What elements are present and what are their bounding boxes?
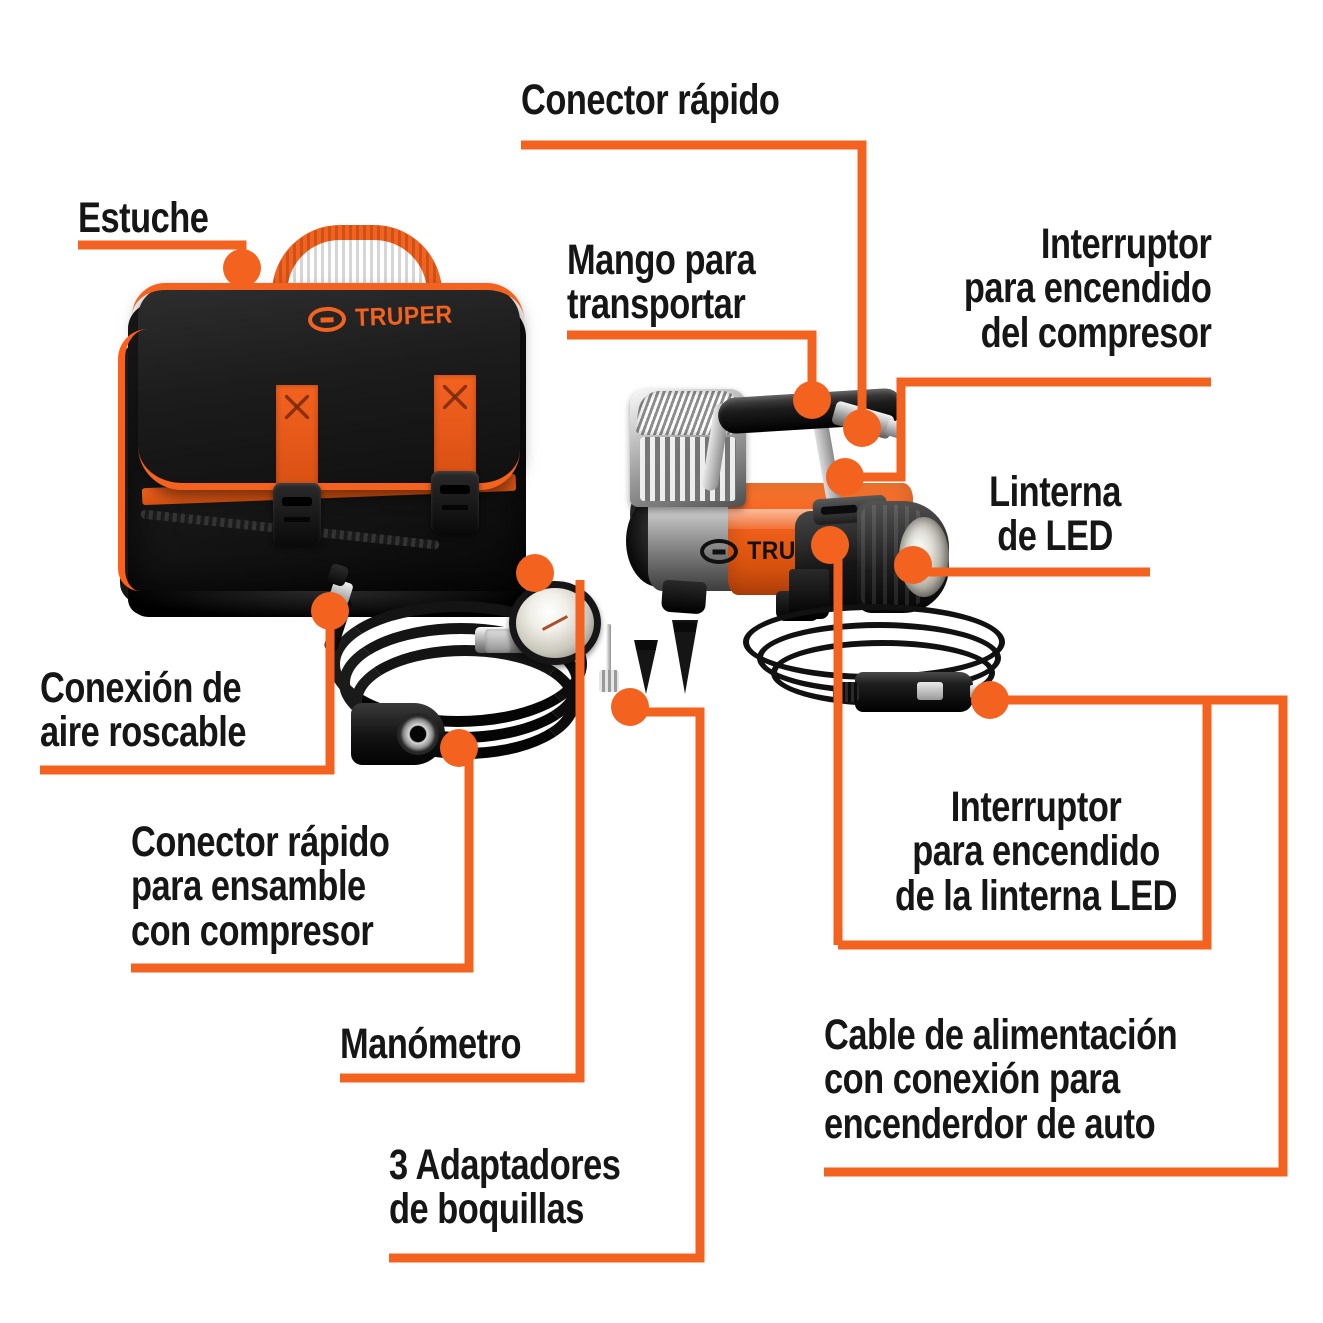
truper-mark-icon — [307, 306, 347, 333]
bag-truper-logo: TRUPER — [307, 300, 458, 334]
part-estuche: TRUPER — [118, 225, 540, 620]
flashlight-lens — [899, 517, 949, 597]
callout-label-mango-para-transportar: Mango para transportar — [567, 236, 756, 329]
compressor-foot-left — [660, 579, 708, 615]
bag-side-piping — [118, 329, 149, 591]
adapter-cone-short — [634, 640, 658, 694]
truper-mark-icon — [700, 539, 738, 564]
adapter-needle-base — [599, 670, 619, 692]
truper-wordmark: TRUPER — [354, 300, 453, 332]
part-manguera-manometro — [322, 562, 615, 775]
callout-label-interruptor-compresor: Interruptor para encendido del compresor — [963, 220, 1211, 357]
manometer-dial — [509, 581, 601, 665]
bag-strap-left — [276, 385, 318, 495]
part-cable-alimentacion — [735, 600, 1035, 740]
bag-buckle-left — [273, 483, 321, 545]
callout-label-cable-alimentacion: Cable de alimentación con conexión para … — [824, 1011, 1178, 1148]
callout-label-linterna-de-led: Linterna de LED — [989, 468, 1121, 561]
part-adaptadores-boquillas — [596, 620, 716, 700]
adapter-cone-tall — [672, 620, 698, 694]
plug-metal-band — [917, 682, 943, 700]
callout-label-conector-rapido-top: Conector rápido — [521, 76, 780, 124]
callout-label-interruptor-linterna-led: Interruptor para encendido de la lintern… — [895, 783, 1177, 920]
cable-car-lighter-plug — [833, 672, 992, 712]
bag-buckle-right — [431, 471, 479, 533]
adapter-needle — [606, 624, 611, 674]
callout-label-manometro: Manómetro — [340, 1020, 522, 1068]
gauge-nut — [485, 629, 511, 653]
callout-label-adaptadores-boquillas: 3 Adaptadores de boquillas — [389, 1141, 621, 1234]
bag-strap-right — [434, 375, 476, 485]
plug-strain-relief — [833, 682, 859, 702]
callout-label-estuche: Estuche — [78, 194, 209, 242]
bag-flap-piping — [132, 283, 524, 320]
callout-label-conector-rapido-ensamble: Conector rápido para ensamble con compre… — [131, 818, 390, 955]
callout-label-conexion-aire-roscable: Conexión de aire roscable — [40, 664, 247, 757]
hose-quick-connector — [351, 703, 445, 765]
